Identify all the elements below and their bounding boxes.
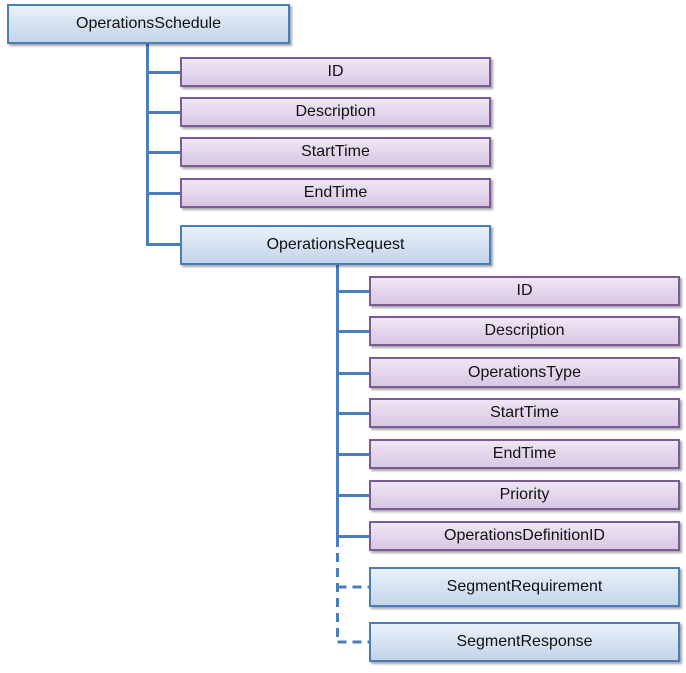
operations-request-box: OperationsRequest [180, 225, 491, 265]
request-attr-starttime: StartTime [369, 398, 680, 428]
segment-response-box: SegmentResponse [369, 622, 680, 662]
request-attr-connector [336, 453, 369, 456]
request-attr-connector [336, 290, 369, 293]
request-attr-description: Description [369, 316, 680, 346]
request-attr-priority: Priority [369, 480, 680, 510]
root-attr-connector [146, 151, 180, 154]
request-attr-id: ID [369, 276, 680, 306]
request-attr-endtime: EndTime [369, 439, 680, 469]
request-attr-operationsdefinitionid: OperationsDefinitionID [369, 521, 680, 551]
root-child-connector [146, 243, 180, 246]
request-attr-connector [336, 372, 369, 375]
schedule-attr-endtime: EndTime [180, 178, 491, 208]
request-attr-connector [336, 330, 369, 333]
operations-schedule-box: OperationsSchedule [7, 4, 290, 44]
root-attr-connector [146, 111, 180, 114]
schedule-attr-id: ID [180, 57, 491, 87]
request-attr-operationstype: OperationsType [369, 357, 680, 388]
optional-connectors [336, 538, 370, 644]
request-attr-connector [336, 494, 369, 497]
schedule-attr-description: Description [180, 97, 491, 127]
request-attr-connector [336, 412, 369, 415]
root-attr-connector [146, 71, 180, 74]
request-trunk-line [336, 265, 339, 540]
root-trunk-line [146, 43, 149, 246]
root-attr-connector [146, 192, 180, 195]
segment-requirement-box: SegmentRequirement [369, 567, 680, 607]
schedule-attr-starttime: StartTime [180, 137, 491, 167]
request-attr-connector [336, 535, 369, 538]
